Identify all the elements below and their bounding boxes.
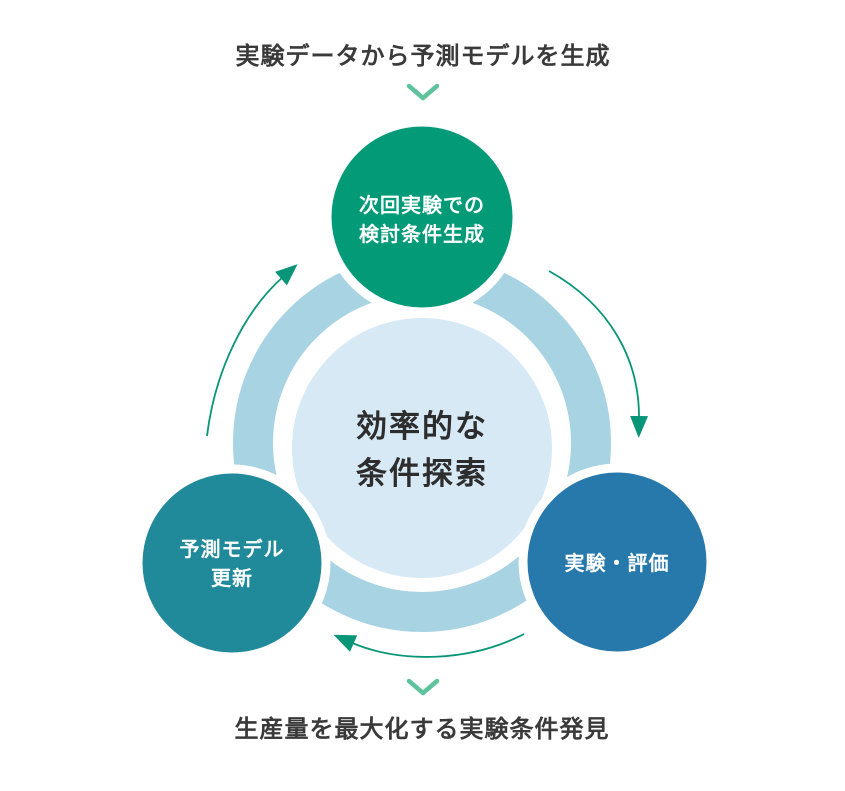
center-label-line1: 効率的な xyxy=(356,409,488,444)
node-right-circle xyxy=(518,463,716,661)
node-left-circle xyxy=(133,464,331,662)
arrow-right-to-left xyxy=(333,633,525,658)
node-left-label-line2: 更新 xyxy=(211,566,253,590)
chevron-down-icon-top xyxy=(406,83,440,101)
chevron-down-icon-bottom xyxy=(406,678,440,696)
node-top-label-line1: 次回実験での xyxy=(359,193,485,217)
node-left-label-line1: 予測モデル xyxy=(180,537,285,561)
center-label-line2: 条件探索 xyxy=(356,456,488,491)
bottom-caption: 生産量を最大化する実験条件発見 xyxy=(235,715,610,743)
node-top-label-line2: 検討条件生成 xyxy=(359,222,485,246)
arrow-left-to-top xyxy=(206,264,298,437)
top-caption: 実験データから予測モデルを生成 xyxy=(236,42,611,70)
node-right-label: 実験・評価 xyxy=(565,551,670,575)
node-top-circle xyxy=(322,117,522,317)
arrow-top-to-right xyxy=(548,270,649,438)
